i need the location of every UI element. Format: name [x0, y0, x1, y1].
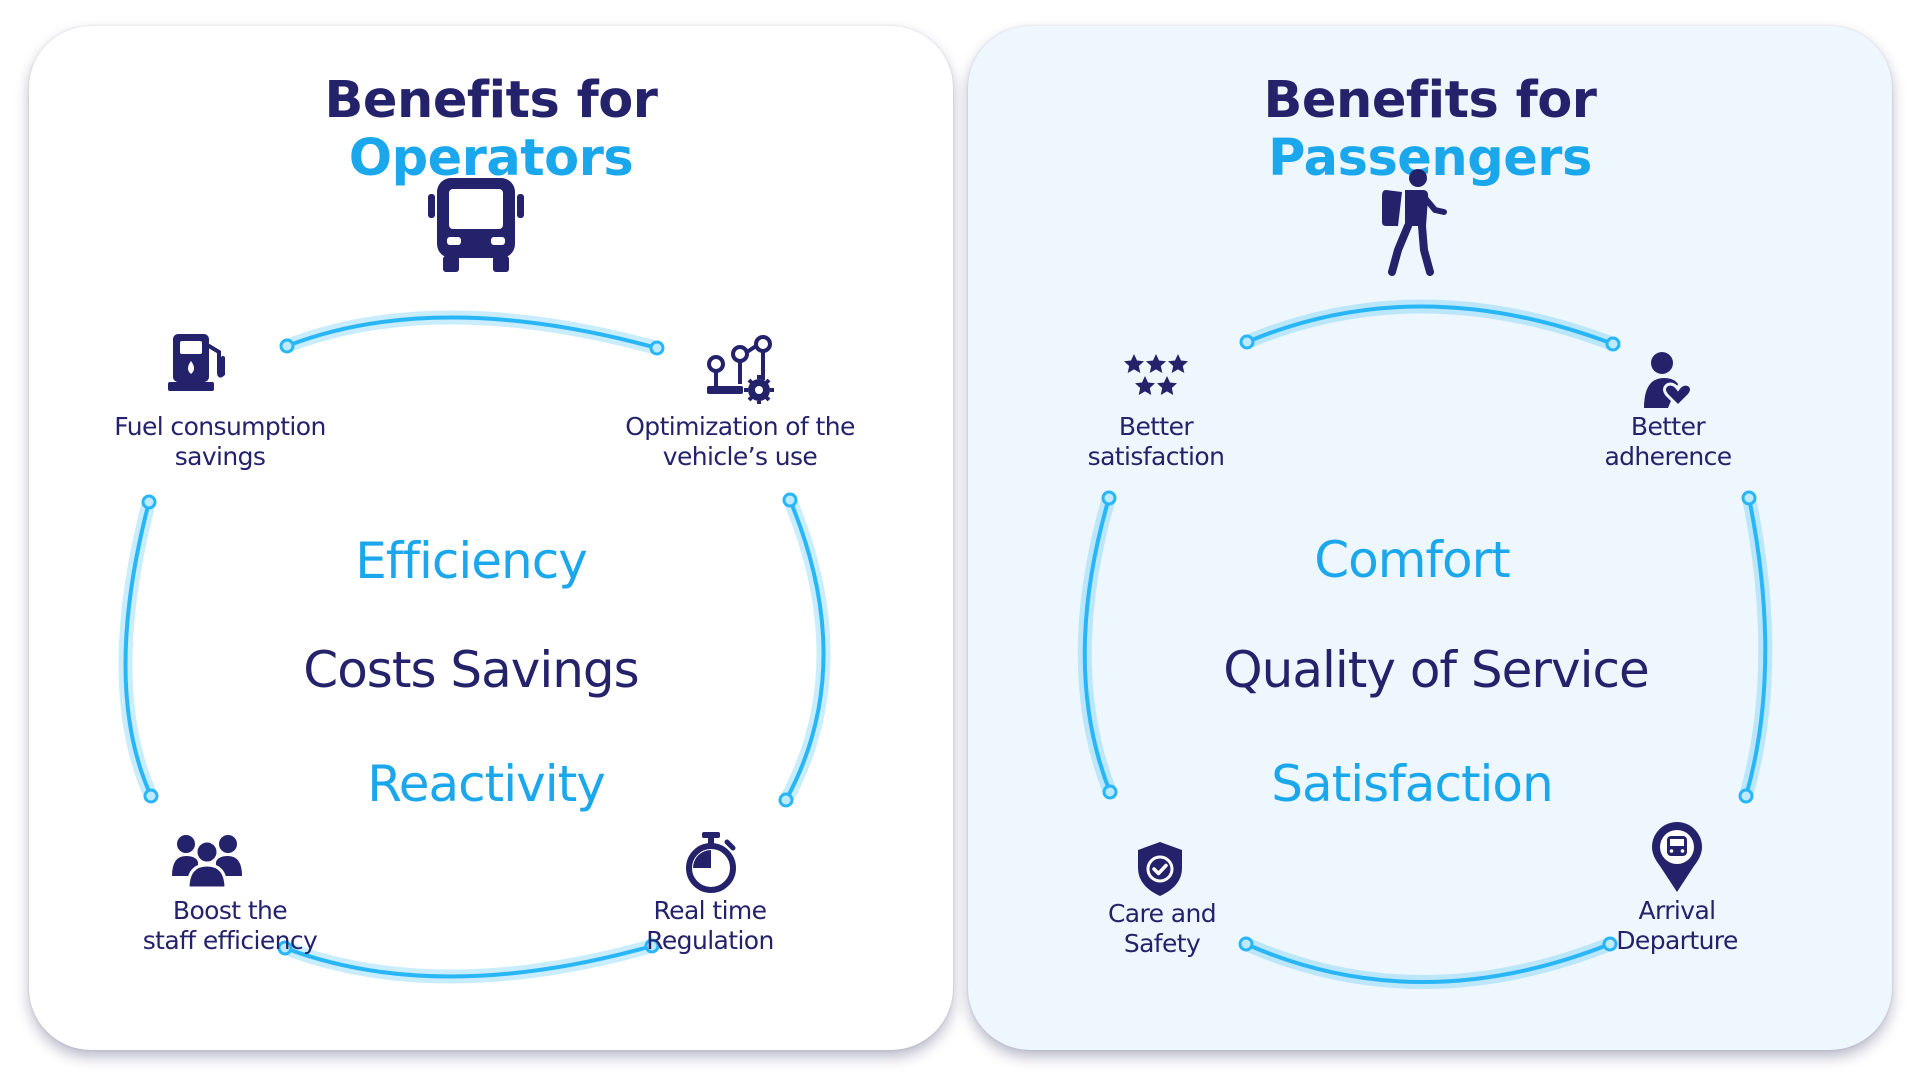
operators-heading-line2: Operators — [348, 129, 634, 188]
feature-label-line: Boost the — [172, 896, 288, 925]
operators-ring-arc-top — [280, 310, 664, 355]
ring-node — [778, 792, 794, 808]
feature-label-line: satisfaction — [1087, 442, 1225, 471]
center-word-efficiency: Efficiency — [355, 532, 588, 590]
passengers-panel: Benefits for Passengers — [968, 26, 1892, 1050]
passengers-ring-arc-bottom — [1239, 937, 1617, 989]
stopwatch-icon — [686, 832, 736, 893]
feature-label-line: adherence — [1604, 442, 1732, 471]
operators-ring-arc-bottom — [278, 939, 659, 984]
passengers-heading-line1: Benefits for — [1263, 71, 1597, 130]
passengers-heading: Benefits for Passengers — [968, 72, 1892, 188]
feature-label-arrival: Arrival Departure — [1537, 896, 1817, 956]
feature-label-staff: Boost the staff efficiency — [90, 896, 370, 956]
feature-label-safety: Care and Safety — [1022, 899, 1302, 959]
feature-label-line: Departure — [1616, 926, 1738, 955]
operators-panel: Benefits for Operators — [29, 26, 953, 1050]
center-word-costs-savings: Costs Savings — [303, 641, 639, 699]
ring-node — [1605, 336, 1621, 352]
feature-label-line: Regulation — [646, 926, 774, 955]
feature-label-regulation: Real time Regulation — [570, 896, 850, 956]
feature-label-satisfaction: Better satisfaction — [1016, 412, 1296, 472]
passengers-heading-line2: Passengers — [1268, 129, 1592, 188]
feature-label-line: vehicle’s use — [662, 442, 818, 471]
center-word-satisfaction: Satisfaction — [1271, 755, 1553, 813]
feature-label-line: savings — [174, 442, 266, 471]
feature-label-line: Real time — [653, 896, 768, 925]
feature-label-adherence: Better adherence — [1528, 412, 1808, 472]
shield-check-icon — [1138, 842, 1182, 896]
team-group-icon — [172, 835, 242, 888]
ring-node — [1741, 490, 1757, 506]
feature-label-line: Better — [1118, 412, 1194, 441]
feature-label-fuel: Fuel consumption savings — [80, 412, 360, 472]
bus-location-pin-icon — [1652, 822, 1702, 892]
feature-label-line: Optimization of the — [625, 412, 855, 441]
operators-heading: Benefits for Operators — [29, 72, 953, 188]
star-rating-icon — [1124, 354, 1188, 395]
feature-label-line: Safety — [1123, 929, 1201, 958]
passengers-ring — [1077, 299, 1773, 989]
bus-icon — [428, 178, 524, 272]
vehicle-optimization-gear-icon — [707, 335, 774, 404]
operators-ring-arc-left — [118, 495, 158, 803]
ring-node — [1738, 788, 1754, 804]
passengers-ring-arc-left — [1077, 491, 1117, 799]
user-heart-icon — [1644, 352, 1692, 408]
feature-label-line: Better — [1630, 412, 1706, 441]
operators-heading-line1: Benefits for — [324, 71, 658, 130]
ring-node — [1602, 936, 1618, 952]
ring-node — [143, 788, 159, 804]
center-word-comfort: Comfort — [1314, 531, 1511, 589]
ring-node — [1238, 936, 1254, 952]
ring-node — [1101, 490, 1117, 506]
passengers-ring-arc-top — [1240, 299, 1620, 351]
ring-node — [141, 494, 157, 510]
ring-node — [649, 340, 665, 356]
ring-node — [1239, 334, 1255, 350]
ring-node — [644, 938, 660, 954]
ring-node — [279, 338, 295, 354]
center-word-quality-of-service: Quality of Service — [1223, 641, 1649, 699]
operators-ring — [118, 310, 831, 984]
passengers-ring-arc-right — [1739, 491, 1773, 803]
walking-traveler-icon — [1382, 169, 1447, 276]
fuel-pump-icon — [168, 334, 225, 391]
ring-node — [277, 940, 293, 956]
feature-label-optimization: Optimization of the vehicle’s use — [600, 412, 880, 472]
operators-ring-arc-right — [779, 493, 831, 807]
feature-label-line: Arrival — [1638, 896, 1716, 925]
feature-label-line: Care and — [1107, 899, 1217, 928]
center-word-reactivity: Reactivity — [367, 755, 606, 813]
feature-label-line: staff efficiency — [142, 926, 318, 955]
feature-label-line: Fuel consumption — [114, 412, 326, 441]
ring-node — [782, 492, 798, 508]
ring-node — [1102, 784, 1118, 800]
